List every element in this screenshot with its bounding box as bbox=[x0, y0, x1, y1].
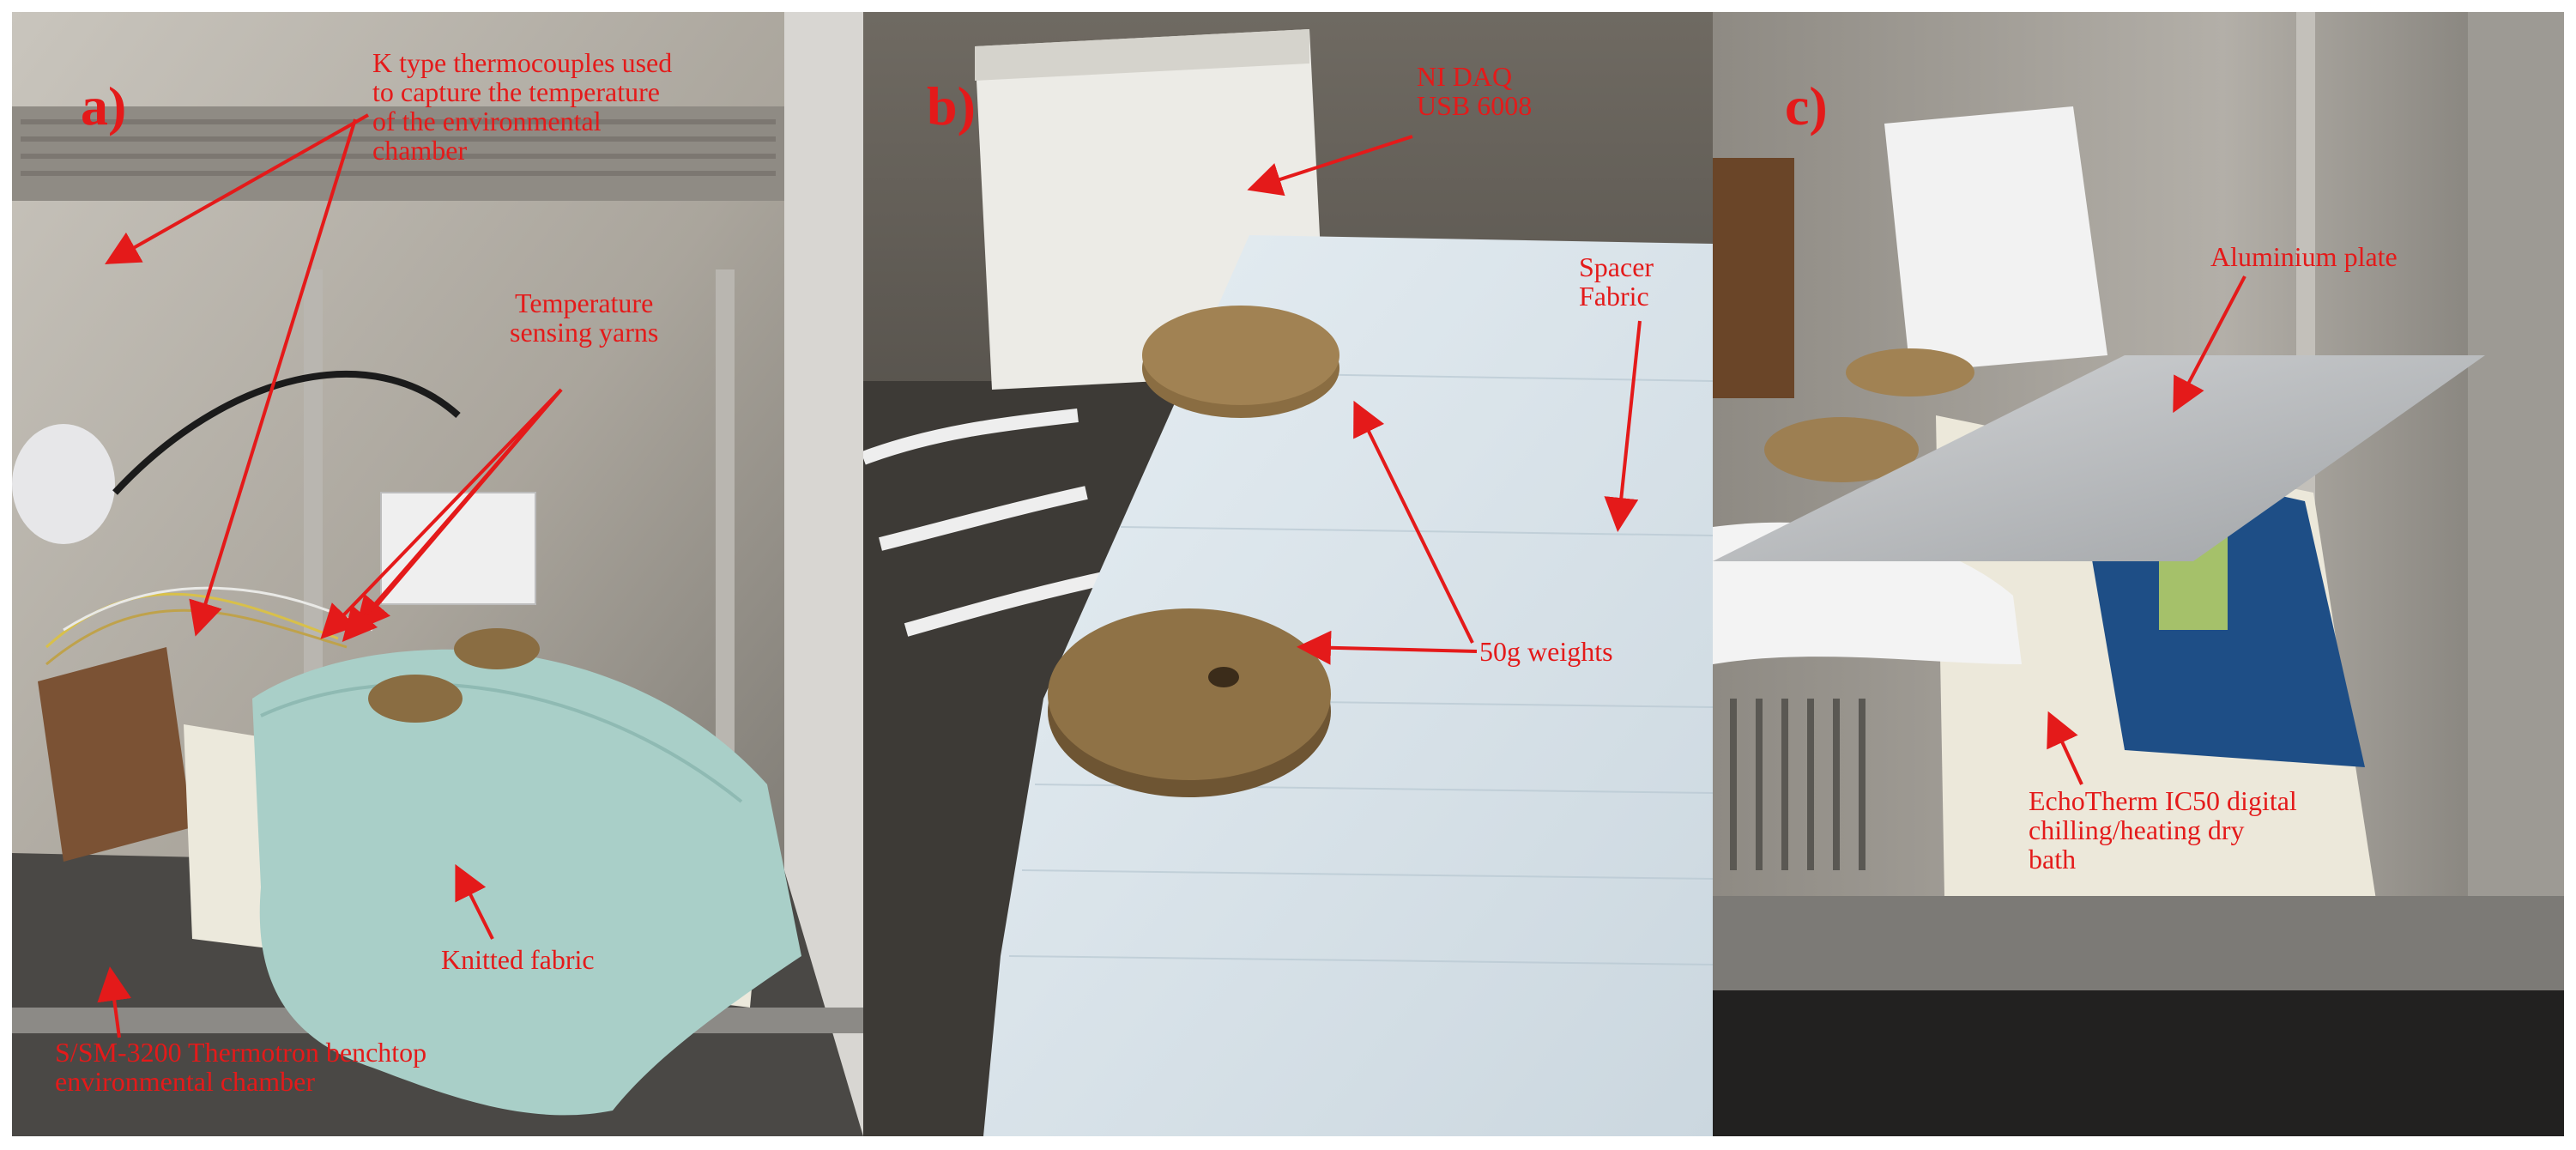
thermocouples-line-3: of the environmental bbox=[372, 106, 602, 136]
thermocouples-line-4: chamber bbox=[372, 135, 468, 166]
daq-annotation: NI DAQ USB 6008 bbox=[1417, 62, 1532, 120]
echotherm-line-2: chilling/heating dry bbox=[2029, 814, 2245, 845]
arrow-weight-top bbox=[1353, 400, 1474, 644]
arrow-yarns-2 bbox=[320, 388, 563, 639]
echotherm-line-1: EchoTherm IC50 digital bbox=[2029, 785, 2297, 816]
arrow-daq bbox=[1247, 135, 1413, 197]
arrow-thermocouple-2 bbox=[189, 118, 357, 637]
knitted-fabric-annotation: Knitted fabric bbox=[441, 944, 595, 975]
panel-a-label: a) bbox=[81, 76, 127, 136]
spacer-line-1: Spacer bbox=[1579, 251, 1654, 282]
echotherm-line-3: bath bbox=[2029, 844, 2077, 875]
arrow-weight-bottom bbox=[1297, 630, 1478, 665]
daq-line-2: USB 6008 bbox=[1417, 90, 1533, 121]
panel-a-photo: a) K type thermocouples used to capture … bbox=[12, 12, 863, 1136]
panel-b-arrows bbox=[1247, 135, 1642, 665]
echotherm-annotation: EchoTherm IC50 digital chilling/heating … bbox=[2029, 786, 2297, 874]
daq-line-1: NI DAQ bbox=[1417, 61, 1513, 92]
panel-b-photo: b) NI DAQ USB 6008 Spacer Fabric 50g wei… bbox=[863, 12, 1713, 1136]
panel-b-scene bbox=[863, 12, 1713, 1136]
panel-c-label: c) bbox=[1785, 76, 1828, 136]
panel-a-arrows bbox=[97, 113, 563, 1038]
chamber-line-2: environmental chamber bbox=[55, 1066, 315, 1097]
spacer-line-2: Fabric bbox=[1579, 281, 1649, 312]
weights-annotation: 50g weights bbox=[1479, 636, 1613, 667]
arrow-yarns-3 bbox=[342, 388, 563, 643]
arrow-thermocouple-1 bbox=[105, 113, 369, 264]
thermocouples-line-2: to capture the temperature bbox=[372, 76, 660, 107]
spacer-fabric-annotation: Spacer Fabric bbox=[1579, 252, 1654, 311]
sensing-yarns-line-2: sensing yarns bbox=[510, 317, 659, 348]
arrow-spacer bbox=[1604, 320, 1642, 532]
panel-c-arrows bbox=[2047, 275, 2246, 785]
panel-c-photo: c) Aluminium plate EchoTherm IC50 digita… bbox=[1713, 12, 2564, 1136]
sensing-yarns-line-1: Temperature bbox=[515, 288, 654, 318]
chamber-line-1: S/SM-3200 Thermotron benchtop bbox=[55, 1037, 427, 1068]
arrow-knitted bbox=[455, 863, 494, 940]
panel-c-scene bbox=[1713, 12, 2564, 1136]
thermocouples-line-1: K type thermocouples used bbox=[372, 47, 673, 78]
arrow-echotherm bbox=[2047, 711, 2083, 785]
panel-b-label: b) bbox=[927, 76, 976, 136]
thermocouples-annotation: K type thermocouples used to capture the… bbox=[372, 48, 672, 165]
aluminium-plate-annotation: Aluminium plate bbox=[2210, 241, 2398, 272]
chamber-annotation: S/SM-3200 Thermotron benchtop environmen… bbox=[55, 1038, 426, 1096]
sensing-yarns-annotation: Temperature sensing yarns bbox=[510, 288, 658, 347]
arrow-chamber bbox=[97, 966, 132, 1038]
arrow-plate bbox=[2173, 275, 2246, 414]
